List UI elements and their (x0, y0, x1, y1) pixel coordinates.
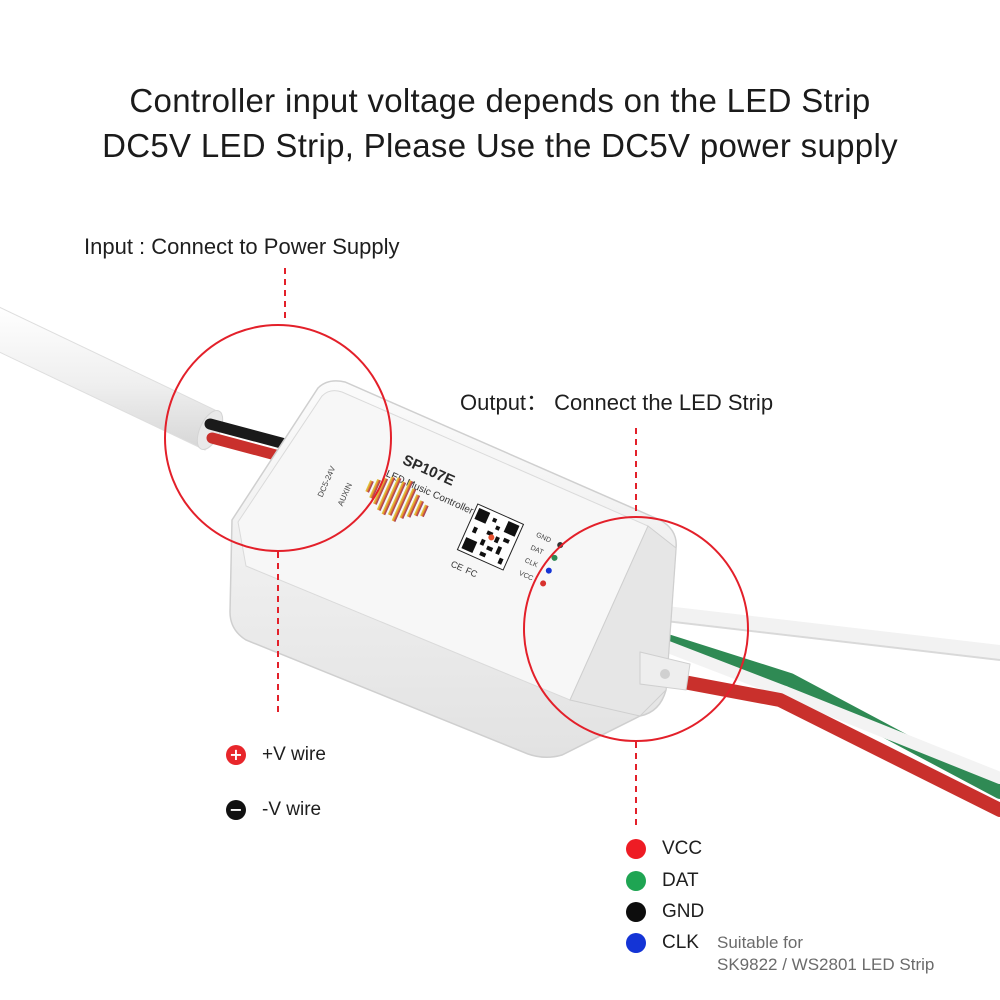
compatibility-line-1: Suitable for (717, 933, 803, 952)
dat-dot-icon (626, 871, 646, 891)
plus-circle-icon: + (226, 745, 246, 765)
output-label: Output： Connect the LED Strip (460, 390, 774, 415)
gnd-dot-icon (626, 902, 646, 922)
legend-negative-label: -V wire (262, 799, 322, 820)
legend-positive-wire: + +V wire (226, 744, 326, 766)
mounting-hole (660, 669, 670, 679)
output-wire-white-2 (644, 634, 1000, 784)
input-cable (0, 306, 216, 451)
legend-positive-label: +V wire (262, 744, 326, 765)
fcc-mark: FC (464, 565, 479, 579)
headline-line-1: Controller input voltage depends on the … (129, 82, 871, 119)
pin-dot-dat (551, 554, 558, 561)
legend-negative-wire: − -V wire (226, 799, 321, 821)
output-wire-white (633, 603, 1000, 659)
sound-wave-icon (365, 476, 429, 523)
legend-pin-vcc-label: VCC (662, 838, 703, 859)
legend-pin-clk-label: CLK (662, 932, 699, 953)
legend-pin-gnd: GND (626, 901, 704, 923)
clk-dot-icon (626, 933, 646, 953)
input-label: Input : Connect to Power Supply (84, 234, 400, 259)
input-callout-circle (164, 324, 392, 552)
headline-line-2: DC5V LED Strip, Please Use the DC5V powe… (102, 127, 898, 164)
compatibility-line-2: SK9822 / WS2801 LED Strip (717, 955, 935, 974)
output-callout-circle (523, 516, 749, 742)
minus-circle-icon: − (226, 800, 246, 820)
output-wire-white-shade (639, 617, 1000, 661)
legend-pin-vcc: VCC (626, 838, 702, 860)
legend-pin-dat: DAT (626, 870, 699, 892)
ce-mark: CE (449, 559, 465, 573)
vcc-dot-icon (626, 839, 646, 859)
pin-dot-gnd (557, 542, 564, 549)
legend-pin-clk: CLK (626, 932, 699, 954)
legend-pin-gnd-label: GND (662, 901, 705, 922)
qr-code-icon (456, 503, 525, 571)
pin-dot-vcc (540, 580, 547, 587)
legend-pin-dat-label: DAT (662, 870, 699, 891)
pin-dot-clk (545, 567, 552, 574)
